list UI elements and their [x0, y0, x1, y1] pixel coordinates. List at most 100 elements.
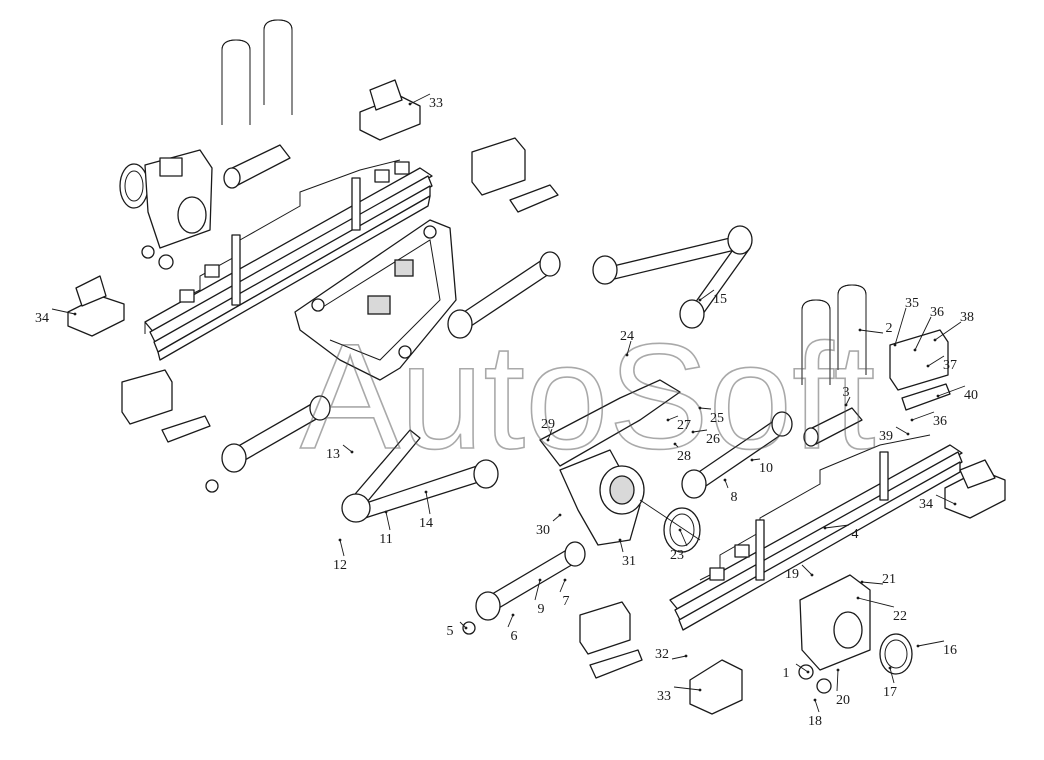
- callout-leader: [692, 429, 708, 433]
- callout-label: 34: [919, 497, 933, 512]
- callout-leader: [894, 307, 907, 346]
- callout-leader: [51, 308, 76, 315]
- callout-label: 39: [879, 429, 893, 444]
- callout-label: 22: [893, 609, 907, 624]
- callout-label: 10: [759, 461, 773, 476]
- callout-leader: [814, 699, 820, 713]
- right-balancer-bracket: [689, 459, 1006, 715]
- callout-anchor: [563, 578, 567, 582]
- callout-leader: [409, 93, 431, 105]
- callout-leader: [934, 321, 962, 341]
- callout-label: 33: [429, 96, 443, 111]
- callout-leader: [547, 428, 553, 441]
- callout-anchor: [424, 490, 428, 494]
- callout-leader: [626, 340, 632, 356]
- callout-anchor: [926, 364, 930, 368]
- callout-leader: [671, 655, 687, 660]
- callout-anchor: [666, 418, 670, 422]
- callout-leader: [861, 581, 884, 585]
- callout-anchor: [691, 430, 695, 434]
- callout-anchor: [844, 403, 848, 407]
- callout-anchor: [913, 348, 917, 352]
- callout-leader: [385, 511, 391, 531]
- callout-anchor: [823, 526, 827, 530]
- callout-anchor: [384, 510, 388, 514]
- callout-leader: [795, 663, 809, 673]
- callout-leader: [845, 396, 851, 406]
- callout-leader: [699, 407, 712, 410]
- left-u-bolts: [221, 19, 293, 125]
- callout-label: 2: [886, 321, 893, 336]
- callout-anchor: [858, 328, 862, 332]
- center-balancer: [539, 379, 701, 553]
- callout-label: 37: [943, 358, 957, 373]
- callout-anchor: [910, 418, 914, 422]
- callout-leader: [917, 640, 945, 647]
- callout-leader: [459, 621, 467, 629]
- callout-label: 30: [536, 523, 550, 538]
- center-crossmember: [294, 219, 457, 381]
- callout-leader: [724, 479, 729, 489]
- callout-anchor: [546, 438, 550, 442]
- callout-label: 3: [843, 385, 850, 400]
- callout-leader: [667, 415, 679, 421]
- callout-label: 1: [783, 666, 790, 681]
- callout-leader: [889, 667, 895, 684]
- callout-leader: [836, 669, 839, 692]
- callout-leader: [914, 316, 932, 351]
- callout-leader: [339, 539, 345, 557]
- callout-label: 4: [852, 527, 859, 542]
- callout-leader: [895, 426, 909, 435]
- right-u-bolts: [801, 284, 867, 447]
- callout-label: 16: [943, 643, 957, 658]
- callout-leader: [679, 529, 688, 547]
- callout-anchor: [856, 596, 860, 600]
- callout-leader: [534, 579, 541, 601]
- left-balancer-bracket: [119, 149, 213, 270]
- left-leaf-spring: [144, 159, 433, 361]
- callout-anchor: [698, 298, 702, 302]
- callout-label: 6: [511, 629, 518, 644]
- callout-label: 9: [538, 602, 545, 617]
- callout-anchor: [813, 698, 817, 702]
- callout-anchor: [698, 688, 702, 692]
- callout-label: 5: [447, 624, 454, 639]
- callout-anchor: [810, 573, 814, 577]
- callout-leader: [859, 329, 884, 334]
- callout-leader: [507, 614, 514, 628]
- callout-anchor: [618, 538, 622, 542]
- callout-label: 31: [622, 554, 636, 569]
- callout-label: 28: [677, 449, 691, 464]
- callout-label: 8: [731, 490, 738, 505]
- callout-anchor: [684, 654, 688, 658]
- callout-leader: [552, 514, 561, 522]
- callout-anchor: [464, 626, 468, 630]
- callout-anchor: [698, 406, 702, 410]
- callout-leader: [824, 524, 850, 529]
- callout-anchor: [558, 513, 562, 517]
- callout-label: 14: [419, 516, 433, 531]
- callout-label: 40: [964, 388, 978, 403]
- callout-anchor: [408, 102, 412, 106]
- callout-label: 33: [657, 689, 671, 704]
- callout-label: 29: [541, 417, 555, 432]
- callout-label: 17: [883, 685, 897, 700]
- callout-leader: [619, 539, 624, 553]
- callout-leader: [911, 411, 935, 421]
- callout-label: 27: [677, 418, 691, 433]
- callout-leader: [857, 597, 895, 608]
- callout-anchor: [916, 644, 920, 648]
- callout-label: 11: [379, 532, 392, 547]
- callout-label: 15: [713, 292, 727, 307]
- callout-label: 25: [710, 411, 724, 426]
- callout-anchor: [673, 442, 677, 446]
- callout-leader: [801, 564, 813, 576]
- callout-label: 12: [333, 558, 347, 573]
- callout-leader: [935, 494, 956, 505]
- callout-anchor: [888, 666, 892, 670]
- callout-label: 36: [930, 305, 944, 320]
- callout-label: 19: [785, 567, 799, 582]
- callout-anchor: [953, 502, 957, 506]
